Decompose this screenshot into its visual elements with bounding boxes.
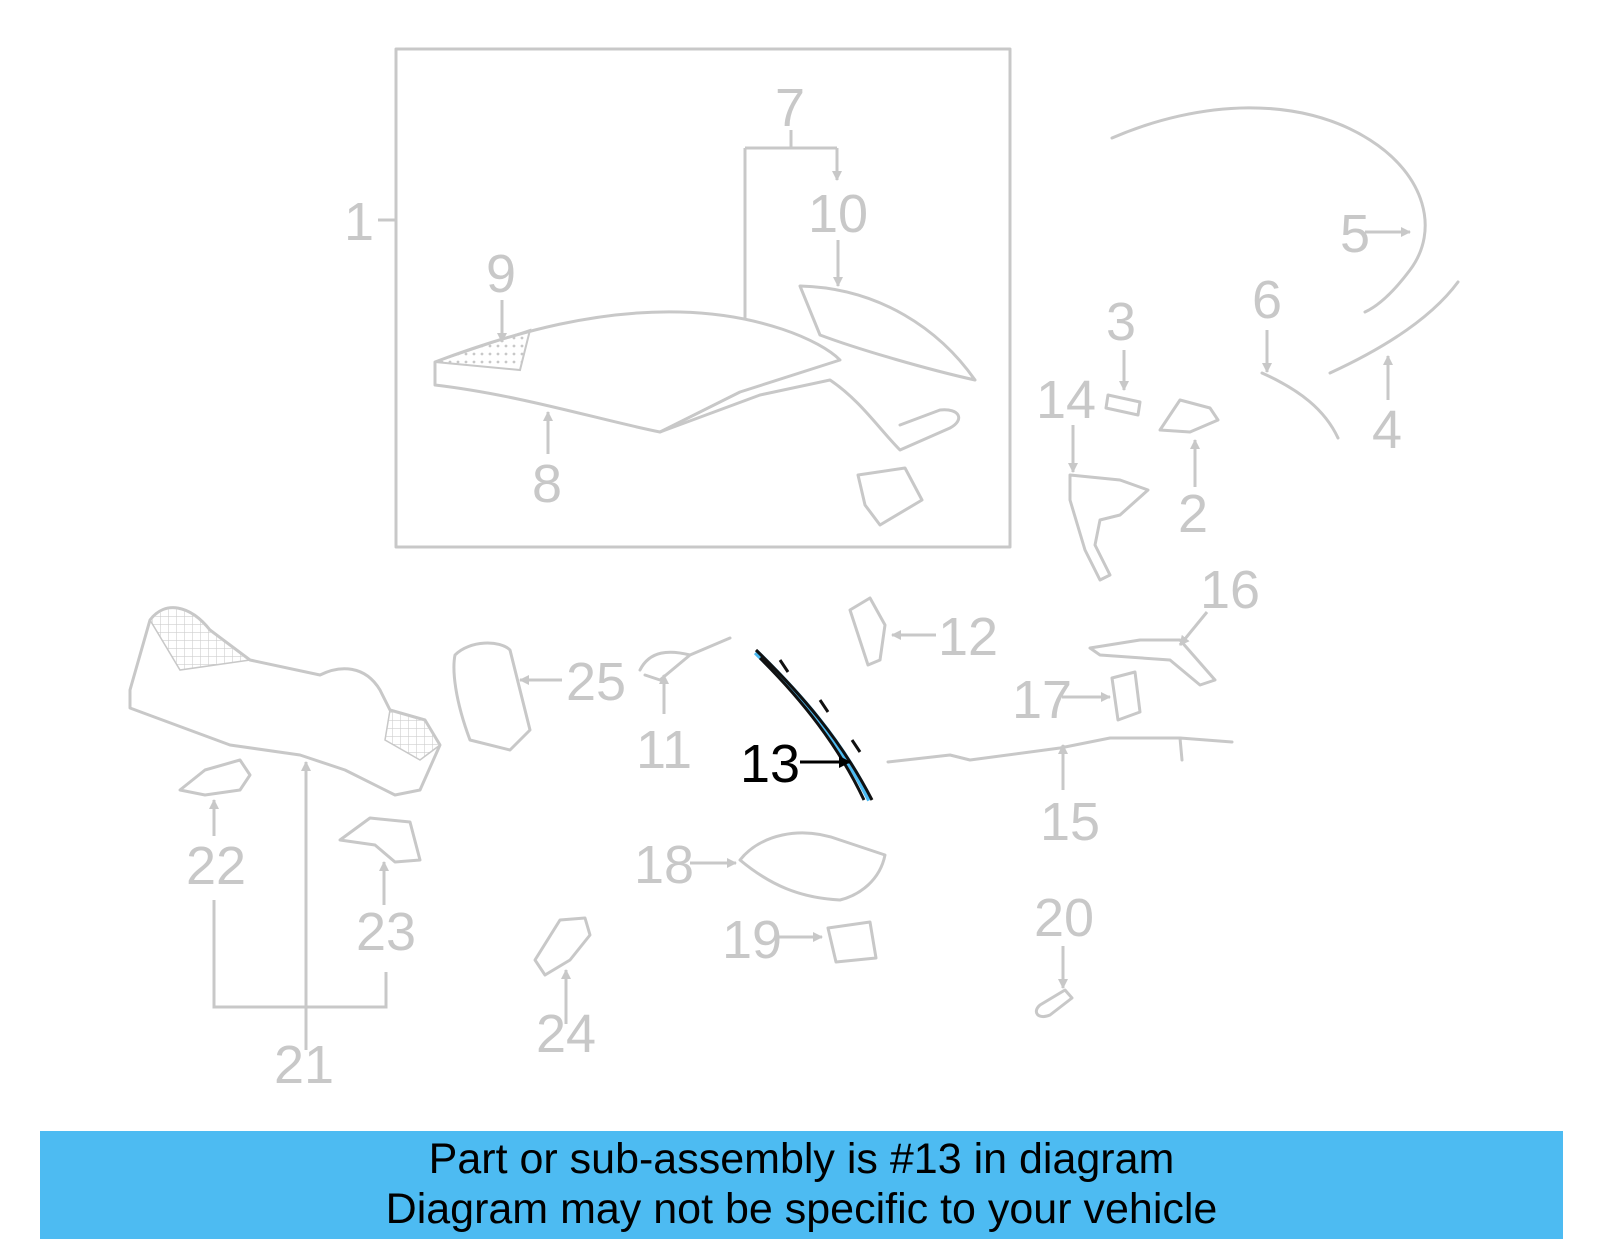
banner-line-2: Diagram may not be specific to your vehi…	[385, 1185, 1218, 1233]
callout-12: 12	[938, 607, 998, 667]
part-14-mechanism	[1068, 473, 1150, 582]
part-roof-shell	[433, 310, 842, 434]
callout-4: 4	[1372, 400, 1402, 460]
callout-10: 10	[808, 184, 868, 244]
callout-17: 17	[1012, 670, 1072, 730]
callout-18: 18	[634, 835, 694, 895]
leader-7	[743, 130, 837, 320]
callout-20: 20	[1034, 888, 1094, 948]
part-18-cover	[738, 831, 887, 902]
part-11-rod	[638, 636, 732, 682]
part-21-mesh-right	[384, 709, 441, 761]
part-6-seal	[1260, 371, 1340, 440]
soft-top-assembly-group	[378, 47, 1012, 549]
part-20-bolt	[1034, 988, 1074, 1019]
part-4-molding	[1328, 280, 1460, 375]
part-19-clip	[826, 920, 878, 964]
callout-5: 5	[1340, 204, 1370, 264]
callout-21: 21	[274, 1035, 334, 1095]
callout-23: 23	[356, 902, 416, 962]
callout-2: 2	[1178, 484, 1208, 544]
part-2-bracket	[1158, 398, 1220, 434]
center-parts-group	[533, 596, 1234, 1024]
part-3-pin	[1104, 393, 1142, 417]
callout-9: 9	[486, 244, 516, 304]
callout-7: 7	[775, 78, 805, 138]
callout-8: 8	[532, 454, 562, 514]
callout-1: 1	[344, 192, 374, 252]
part-12-plate	[848, 596, 887, 667]
part-latch-bracket	[856, 466, 924, 527]
part-5-molding	[1110, 106, 1427, 314]
info-banner: Part or sub-assembly is #13 in diagram D…	[40, 1131, 1563, 1239]
assembly-box	[394, 47, 1012, 549]
part-17-clip	[1110, 670, 1142, 722]
moldings-group	[1068, 106, 1460, 582]
callout-14: 14	[1036, 370, 1096, 430]
part-23-bracket	[338, 816, 422, 864]
callout-15: 15	[1040, 792, 1100, 852]
leader-21	[212, 900, 388, 1050]
part-13-outline	[754, 648, 874, 801]
callout-3: 3	[1106, 292, 1136, 352]
part-15-cable	[886, 736, 1234, 764]
callout-6: 6	[1252, 270, 1282, 330]
part-rear-window	[798, 284, 977, 382]
callout-24: 24	[536, 1004, 596, 1064]
leader-16	[1178, 611, 1209, 646]
callout-13: 13	[740, 734, 800, 794]
callout-25: 25	[566, 652, 626, 712]
callout-16: 16	[1200, 560, 1260, 620]
part-roof-frame	[658, 378, 961, 452]
tonneau-group	[128, 606, 562, 1050]
part-headliner-mesh	[434, 328, 532, 372]
part-25-cover	[452, 641, 532, 752]
callout-19: 19	[722, 910, 782, 970]
parts-diagram: 1 2 3 4 5 6 7 8 9 10 11 12 13 14 15 16 1…	[128, 47, 1460, 1095]
callout-labels: 1 2 3 4 5 6 7 8 9 10 11 12 13 14 15 16 1…	[186, 78, 1402, 1095]
banner-line-1: Part or sub-assembly is #13 in diagram	[428, 1135, 1175, 1183]
part-16-handle	[1088, 638, 1217, 687]
callout-22: 22	[186, 836, 246, 896]
part-24-bracket	[533, 916, 592, 977]
callout-11: 11	[636, 720, 692, 780]
part-22-bracket	[178, 758, 252, 797]
part-21-mesh	[149, 606, 252, 671]
